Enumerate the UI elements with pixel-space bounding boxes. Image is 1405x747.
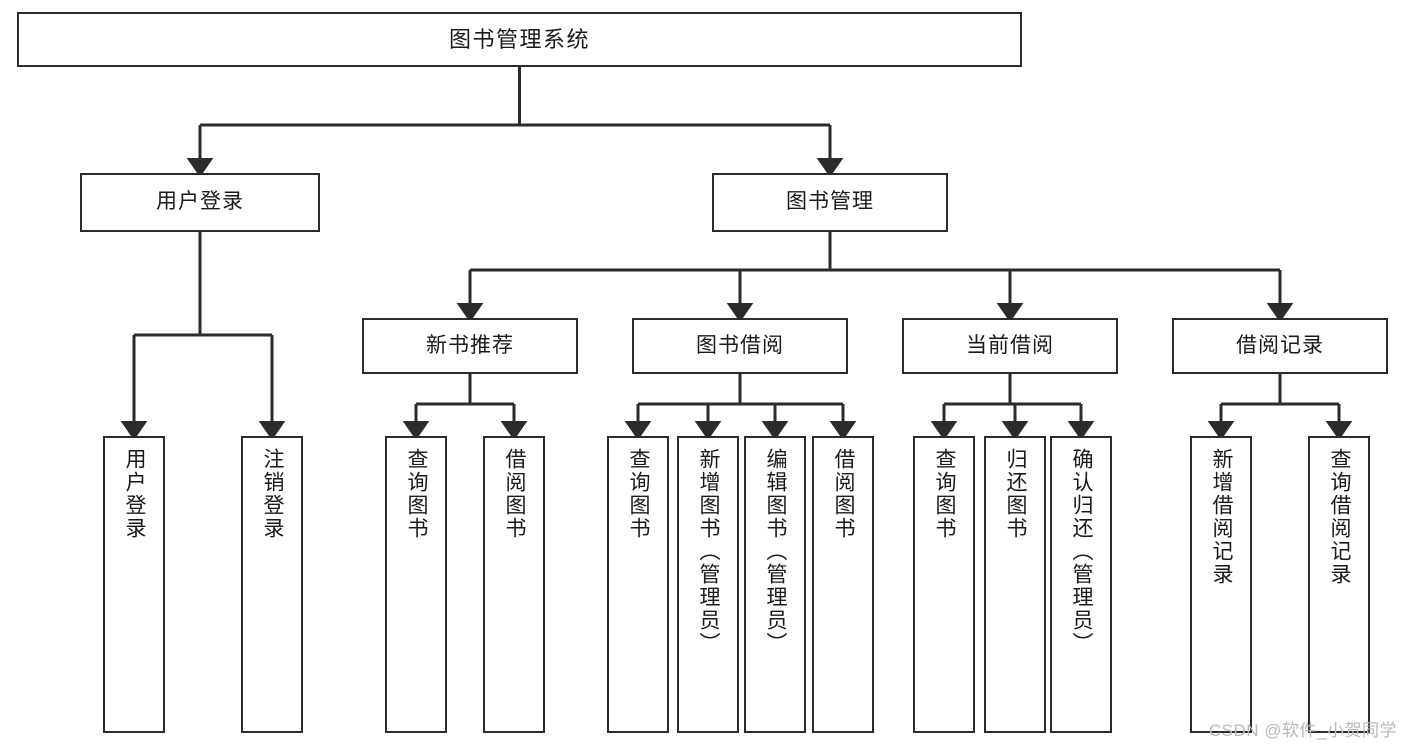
node-label: 确认归还（管理员） [1070, 448, 1094, 655]
node-label: 注销登录 [261, 448, 285, 540]
node-current-borrow[interactable]: 当前借阅 [902, 318, 1118, 374]
node-label: 查询图书 [405, 448, 429, 540]
node-book-borrow[interactable]: 图书借阅 [632, 318, 848, 374]
node-label: 当前借阅 [966, 333, 1054, 357]
node-leaf-query-book-current[interactable]: 查询图书 [913, 436, 975, 733]
node-label: 查询图书 [627, 448, 651, 540]
node-label: 用户登录 [123, 448, 147, 540]
node-leaf-edit-book-admin[interactable]: 编辑图书（管理员） [744, 436, 806, 733]
node-label: 借阅记录 [1236, 333, 1324, 357]
node-leaf-return-book[interactable]: 归还图书 [984, 436, 1046, 733]
node-label: 用户登录 [156, 190, 244, 214]
node-label: 新书推荐 [426, 333, 514, 357]
watermark-text: CSDN @软件_小贺同学 [1208, 721, 1397, 740]
node-leaf-borrow-book-borrow[interactable]: 借阅图书 [812, 436, 874, 733]
node-label: 查询借阅记录 [1328, 448, 1352, 586]
node-new-book-recommend[interactable]: 新书推荐 [362, 318, 578, 374]
node-borrow-record[interactable]: 借阅记录 [1172, 318, 1388, 374]
node-label: 借阅图书 [832, 448, 856, 540]
node-label: 编辑图书（管理员） [764, 448, 788, 655]
node-label: 新增图书（管理员） [697, 448, 721, 655]
node-label: 归还图书 [1004, 448, 1028, 540]
node-leaf-confirm-return-admin[interactable]: 确认归还（管理员） [1050, 436, 1112, 733]
node-book-management[interactable]: 图书管理 [712, 173, 948, 232]
node-leaf-query-book-new[interactable]: 查询图书 [385, 436, 447, 733]
node-leaf-borrow-book-new[interactable]: 借阅图书 [483, 436, 545, 733]
node-label: 借阅图书 [503, 448, 527, 540]
node-label: 图书管理系统 [448, 26, 590, 52]
node-leaf-user-logout[interactable]: 注销登录 [241, 436, 303, 733]
node-leaf-user-login[interactable]: 用户登录 [103, 436, 165, 733]
node-leaf-add-borrow-record[interactable]: 新增借阅记录 [1190, 436, 1252, 733]
node-label: 查询图书 [933, 448, 957, 540]
node-user-login[interactable]: 用户登录 [80, 173, 320, 232]
node-leaf-add-book-admin[interactable]: 新增图书（管理员） [677, 436, 739, 733]
node-leaf-query-borrow-record[interactable]: 查询借阅记录 [1308, 436, 1370, 733]
node-label: 图书借阅 [696, 333, 784, 357]
node-label: 图书管理 [786, 190, 874, 214]
node-leaf-query-book-borrow[interactable]: 查询图书 [607, 436, 669, 733]
node-label: 新增借阅记录 [1210, 448, 1234, 586]
node-system-title[interactable]: 图书管理系统 [17, 12, 1022, 67]
